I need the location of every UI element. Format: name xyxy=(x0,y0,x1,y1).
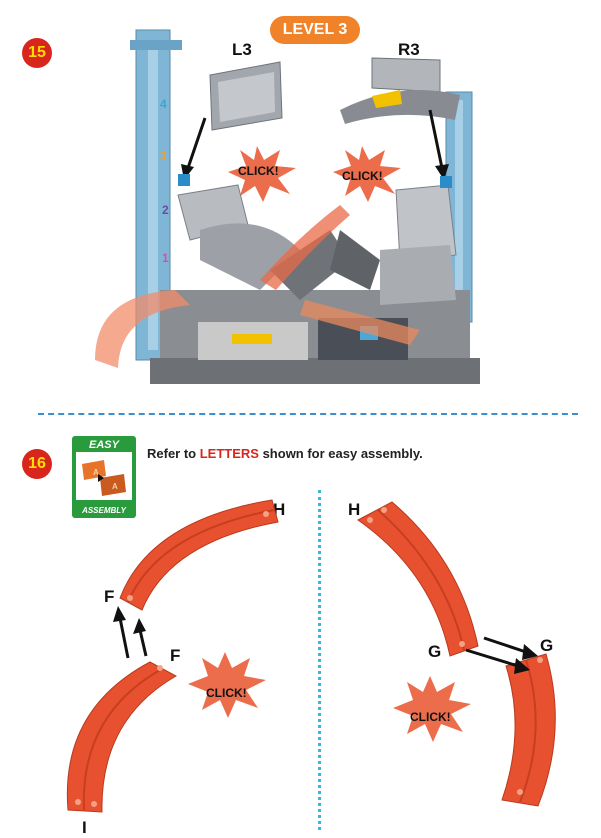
tower-number-3: 3 xyxy=(160,149,167,163)
arrow-f-connect-1 xyxy=(113,606,130,659)
assembly-instruction: Refer to LETTERS shown for easy assembly… xyxy=(147,446,423,461)
arrow-l3-down xyxy=(181,117,207,180)
letter-label-h-right: H xyxy=(348,500,361,519)
click-burst-left-16: CLICK! xyxy=(188,652,266,718)
letter-label-f-bottom: F xyxy=(170,646,181,665)
click-burst-right: CLICK! xyxy=(333,146,401,202)
letter-label-g-left: G xyxy=(428,642,442,661)
playset-base xyxy=(150,290,480,384)
easy-assembly-badge: EASY ASSEMBLY A A xyxy=(72,436,136,518)
step15-illustration: 4 3 2 1 xyxy=(95,29,480,384)
level-badge: LEVEL 3 xyxy=(270,16,360,44)
track-piece-f-h xyxy=(119,499,279,611)
part-label-r3: R3 xyxy=(398,40,420,59)
svg-text:A: A xyxy=(93,468,99,477)
letters-highlight: LETTERS xyxy=(199,446,259,461)
svg-text:CLICK!: CLICK! xyxy=(342,169,383,183)
arrow-f-connect-2 xyxy=(133,618,148,657)
letter-label-i: I xyxy=(82,818,87,837)
step16-illustration: CLICK! CLICK! xyxy=(66,499,556,813)
track-piece-h-g xyxy=(357,501,479,657)
jaw-ramps xyxy=(270,230,380,300)
svg-text:EASY: EASY xyxy=(89,439,121,451)
step-number-badge-16: 16 xyxy=(22,449,52,479)
orange-loop-track xyxy=(95,205,420,368)
track-piece-i-f xyxy=(66,661,178,813)
part-label-l3: L3 xyxy=(232,40,252,59)
arrow-g-connect-1 xyxy=(465,648,530,674)
connector-left xyxy=(178,174,190,186)
tower-number-2: 2 xyxy=(162,203,169,217)
connector-right xyxy=(440,176,452,188)
click-burst-right-16: CLICK! xyxy=(393,676,471,742)
column-divider xyxy=(318,490,321,830)
click-burst-left: CLICK! xyxy=(228,146,296,202)
arrow-r3-down xyxy=(428,109,449,180)
tower-number-4: 4 xyxy=(160,97,167,111)
part-r3-ramp xyxy=(340,57,460,124)
part-l3-platform xyxy=(209,61,283,131)
svg-text:CLICK!: CLICK! xyxy=(206,686,247,700)
tower-number-1: 1 xyxy=(162,251,169,265)
step-number-badge: 15 xyxy=(22,38,52,68)
svg-text:ASSEMBLY: ASSEMBLY xyxy=(81,506,127,515)
letter-label-g-right: G xyxy=(540,636,554,655)
svg-text:CLICK!: CLICK! xyxy=(238,164,279,178)
svg-text:CLICK!: CLICK! xyxy=(410,710,451,724)
svg-text:A: A xyxy=(112,482,118,491)
track-piece-g-lower xyxy=(501,653,556,807)
arrow-g-connect-2 xyxy=(483,636,538,660)
letter-label-f-top: F xyxy=(104,587,115,606)
section-divider xyxy=(38,413,578,415)
